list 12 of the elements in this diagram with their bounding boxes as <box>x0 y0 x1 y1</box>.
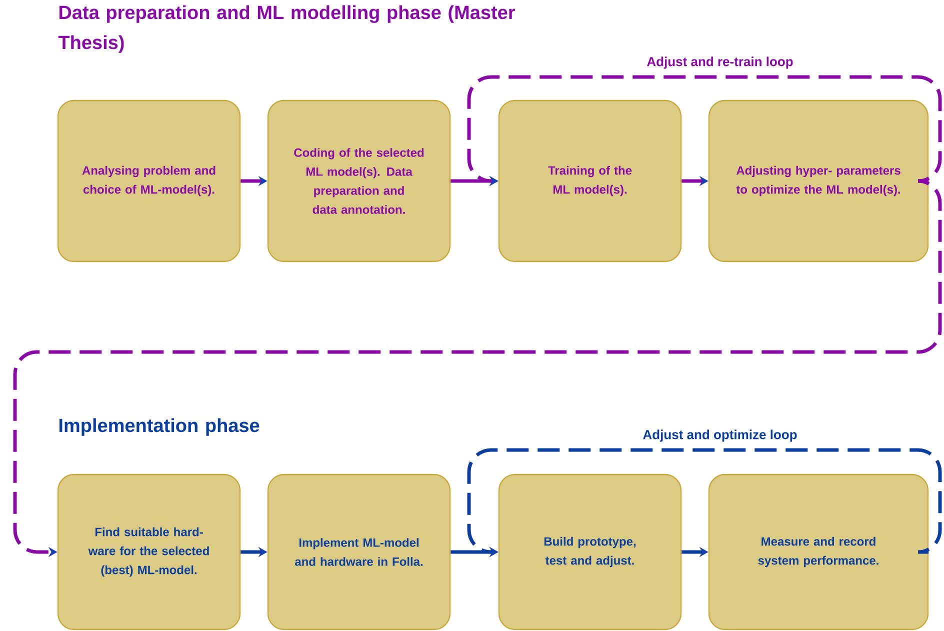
edge-label: Adjust and optimize loop <box>640 428 800 444</box>
process-box: Implement ML-model and hardware in Folla. <box>267 474 451 630</box>
process-box: Find suitable hard- ware for the selected (best) ML-model. <box>57 474 241 630</box>
process-box: Measure and record system performance. <box>708 474 929 630</box>
heading: Data preparation and ML modelling phase (Master Thesis) <box>58 5 516 53</box>
process-box: Coding of the selected ML model(s). Data preparation and data annotation. <box>267 100 451 262</box>
edge-label: Adjust and re-train loop <box>644 54 796 71</box>
process-box: Build prototype, test and adjust. <box>498 474 682 630</box>
process-box: Analysing problem and choice of ML-model(s). <box>57 100 241 262</box>
process-box: Training of the ML model(s). <box>498 100 682 262</box>
process-box: Adjusting hyper- parameters to optimize the ML model(s). <box>708 100 929 262</box>
heading: Implementation phase <box>59 418 260 436</box>
